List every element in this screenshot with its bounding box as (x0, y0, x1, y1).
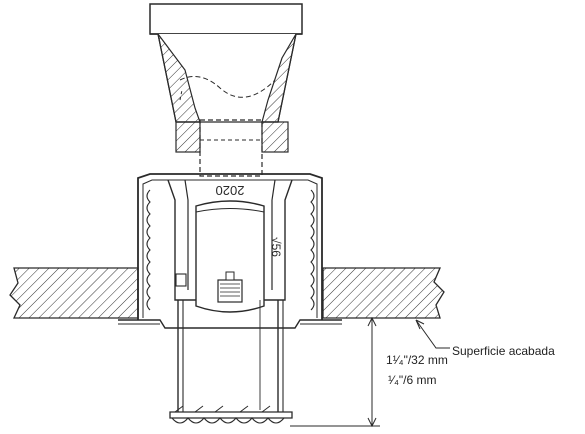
ceiling-left (9, 267, 139, 319)
frame-code-marking: √56 (269, 237, 283, 257)
pipe-coupling (175, 119, 289, 177)
yoke-code-marking: 2020 (216, 183, 245, 198)
deflector (169, 405, 293, 424)
pipe-fitting (149, 3, 303, 123)
finished-surface-label: Superficie acabada (452, 344, 555, 358)
dimension-lines (290, 316, 450, 428)
sprinkler-frame (167, 179, 293, 313)
dimension-min-label: ¹⁄₄"/6 mm (388, 373, 437, 387)
guide-rods (177, 300, 284, 415)
dimension-max-label: 1¹⁄₄"/32 mm (386, 353, 448, 367)
ceiling-right (322, 267, 445, 319)
cover-cup (118, 173, 342, 329)
